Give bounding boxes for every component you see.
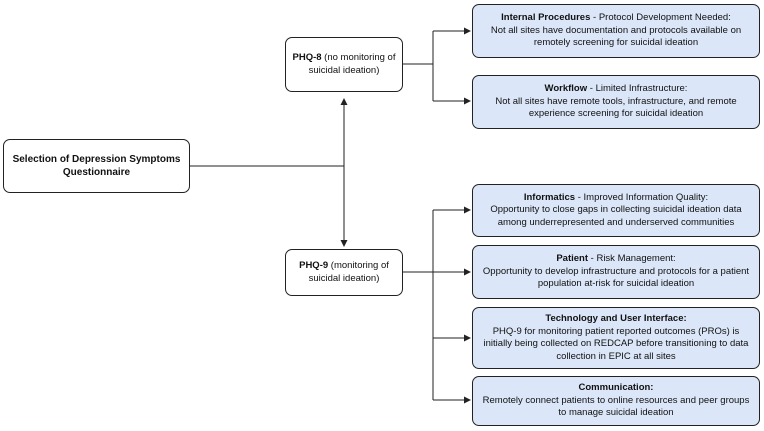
internal-procedures-title: Internal Procedures	[501, 12, 591, 24]
phq9-desc: (monitoring of suicidal ideation)	[308, 260, 389, 284]
informatics-title: Informatics	[523, 191, 576, 203]
workflow-subtitle: - Limited Infrastructure:	[587, 83, 688, 95]
phq8-node: PHQ-8 (no monitoring of suicidal ideatio…	[285, 37, 403, 92]
internal-procedures-body: Not all sites have documentation and pro…	[490, 24, 742, 49]
informatics-node: Informatics - Improved Information Quali…	[472, 184, 760, 237]
phq9-title: PHQ-9	[299, 260, 329, 271]
phq8-desc: (no monitoring of suicidal ideation)	[308, 52, 396, 76]
patient-body: Opportunity to develop infrastructure an…	[482, 265, 750, 290]
workflow-title: Workflow	[544, 83, 588, 95]
phq9-node: PHQ-9 (monitoring of suicidal ideation)	[285, 249, 403, 296]
internal-procedures-subtitle: - Protocol Development Needed:	[590, 12, 731, 24]
root-node: Selection of Depression Symptoms Questio…	[3, 139, 190, 193]
informatics-subtitle: - Improved Information Quality:	[575, 191, 709, 203]
communication-title: Communication:	[578, 382, 654, 394]
patient-title: Patient	[556, 253, 589, 265]
phq8-title: PHQ-8	[292, 52, 322, 63]
patient-node: Patient - Risk Management: Opportunity t…	[472, 245, 760, 299]
informatics-body: Opportunity to close gaps in collecting …	[490, 204, 742, 228]
communication-body: Remotely connect patients to online reso…	[482, 394, 750, 419]
workflow-node: Workflow - Limited Infrastructure: Not a…	[472, 75, 760, 129]
root-label: Selection of Depression Symptoms Questio…	[12, 154, 181, 178]
workflow-body: Not all sites have remote tools, infrast…	[495, 95, 737, 120]
patient-subtitle: - Risk Management:	[588, 253, 676, 265]
internal-procedures-node: Internal Procedures - Protocol Developme…	[472, 4, 760, 58]
technology-body: PHQ-9 for monitoring patient reported ou…	[483, 325, 749, 362]
communication-node: Communication: Remotely connect patients…	[472, 376, 760, 426]
technology-title: Technology and User Interface:	[545, 313, 687, 324]
technology-node: Technology and User Interface: PHQ-9 for…	[472, 307, 760, 369]
